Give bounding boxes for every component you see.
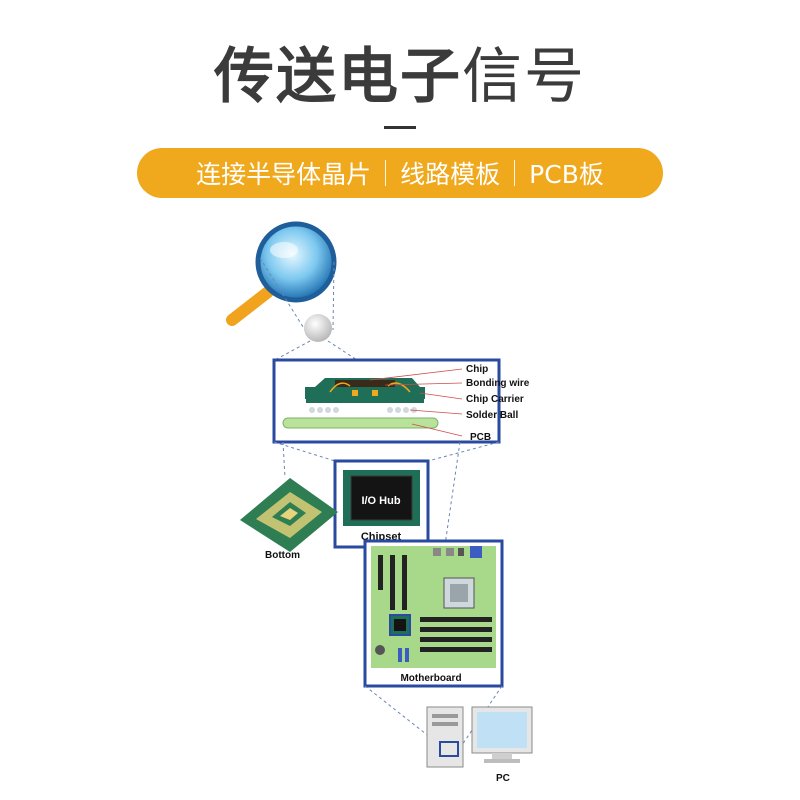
label-bonding-wire: Bonding wire bbox=[466, 378, 530, 389]
banner-separator bbox=[385, 160, 387, 186]
banner-separator bbox=[514, 160, 516, 186]
bottom-label: Bottom bbox=[265, 550, 300, 561]
page-title: 传送电子信号 bbox=[0, 28, 800, 115]
label-chip: Chip bbox=[466, 364, 488, 375]
magnifier-icon bbox=[226, 221, 337, 326]
feature-banner: 连接半导体晶片 线路模板 PCB板 bbox=[137, 148, 663, 198]
title-bold: 传送电子 bbox=[214, 42, 462, 112]
io-hub-label: I/O Hub bbox=[361, 495, 400, 507]
title-light: 信号 bbox=[462, 42, 586, 112]
banner-item-3: PCB板 bbox=[529, 160, 604, 189]
solder-ball-magnified bbox=[304, 314, 332, 342]
motherboard-label: Motherboard bbox=[400, 673, 461, 684]
label-pcb: PCB bbox=[470, 432, 491, 443]
motherboard bbox=[371, 546, 496, 668]
banner-item-2: 线路模板 bbox=[400, 160, 501, 189]
banner-item-1: 连接半导体晶片 bbox=[196, 160, 372, 189]
label-solder-ball: Solder Ball bbox=[466, 410, 518, 421]
bga-chip-bottom bbox=[240, 478, 338, 552]
pc-label: PC bbox=[496, 773, 510, 784]
pc-icon bbox=[426, 706, 533, 768]
label-chip-carrier: Chip Carrier bbox=[466, 394, 524, 405]
title-divider bbox=[384, 126, 416, 129]
